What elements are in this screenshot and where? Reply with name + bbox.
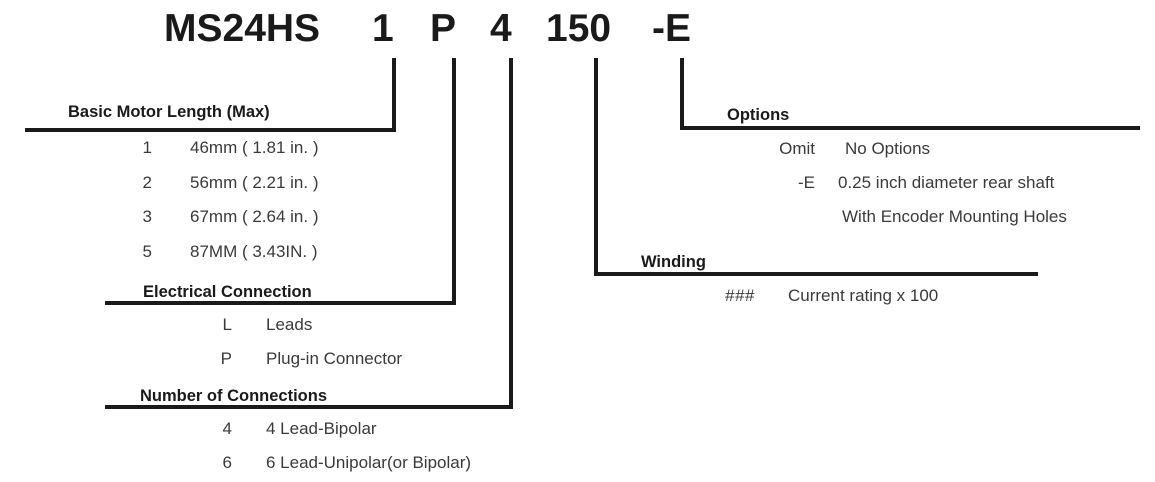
row-description: 67mm ( 2.64 in. ) [190,207,319,226]
leader-line-options-underline [680,126,1140,130]
table-row: With Encoder Mounting Holes [0,206,1155,228]
row-description: With Encoder Mounting Holes [842,207,1067,226]
row-description: 0.25 inch diameter rear shaft [838,173,1055,192]
row-code: 6 [222,453,232,472]
leader-line-electrical-connection-vertical [452,58,456,305]
leader-line-number-of-connections-underline [105,405,513,409]
part-number-string: MS24HS 1 P 4 150 -E [0,6,1155,54]
row-code: 3 [142,207,152,226]
table-row: Omit No Options [0,138,1155,160]
row-description: Plug-in Connector [266,349,403,368]
table-row: 5 87MM ( 3.43IN. ) [0,241,400,263]
leader-line-number-of-connections-vertical [509,58,513,409]
table-row: L Leads [0,314,460,336]
part-number-segment-winding: 150 [546,7,612,50]
table-row: 6 6 Lead-Unipolar(or Bipolar) [0,452,520,474]
row-description: Leads [266,315,313,334]
table-row: P Plug-in Connector [0,348,460,370]
row-code: 4 [222,419,232,438]
section-title-basic-motor-length: Basic Motor Length (Max) [68,103,270,121]
leader-line-options-vertical [680,58,684,130]
leader-line-winding-vertical [594,58,598,276]
table-row: -E 0.25 inch diameter rear shaft [0,172,1155,194]
section-title-number-of-connections: Number of Connections [140,387,328,405]
part-number-segment-electrical: P [430,7,457,50]
section-title-options: Options [727,106,790,124]
table-row: ### Current rating x 100 [0,285,1060,307]
section-title-winding: Winding [641,253,706,271]
row-description: 4 Lead-Bipolar [266,419,377,438]
section-title-electrical-connection: Electrical Connection [143,283,312,301]
part-number-segment-base: MS24HS [164,7,321,50]
row-code: -E [798,173,815,192]
row-code: L [222,315,232,334]
row-code: Omit [779,139,815,158]
row-description: 6 Lead-Unipolar(or Bipolar) [266,453,472,472]
row-code: P [220,349,232,368]
leader-line-winding-underline [594,272,1038,276]
leader-line-electrical-connection-underline [105,301,456,305]
row-description: Current rating x 100 [788,286,939,305]
leader-line-basic-motor-length-vertical [392,58,396,132]
part-number-segment-length: 1 [372,7,394,50]
part-number-segment-connections: 4 [490,7,512,50]
row-code: 1 [142,138,152,157]
leader-line-basic-motor-length-underline [25,128,396,132]
row-code: 5 [142,242,152,261]
table-row: 1 46mm ( 1.81 in. ) [0,137,400,159]
part-number-segment-options: -E [652,7,691,50]
row-description: 46mm ( 1.81 in. ) [190,138,319,157]
table-row: 4 4 Lead-Bipolar [0,418,520,440]
table-row: 3 67mm ( 2.64 in. ) [0,206,400,228]
row-description: No Options [845,139,931,158]
row-description: 87MM ( 3.43IN. ) [190,242,318,261]
row-code: ### [725,286,755,305]
row-description: 56mm ( 2.21 in. ) [190,173,319,192]
table-row: 2 56mm ( 2.21 in. ) [0,172,400,194]
row-code: 2 [142,173,152,192]
